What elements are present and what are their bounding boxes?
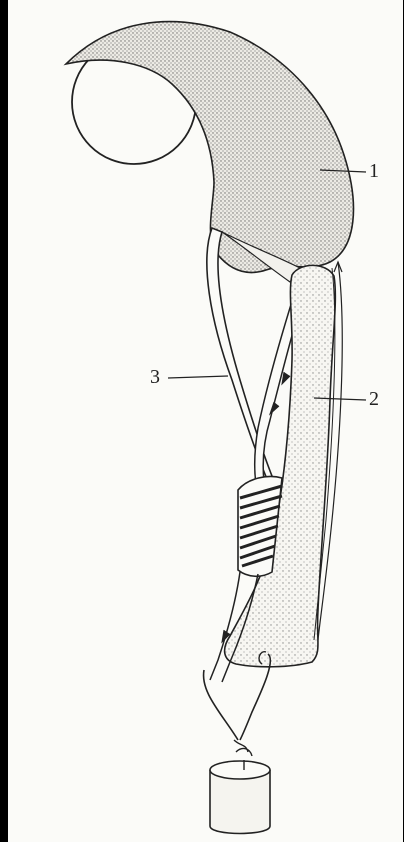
leader-line-3 xyxy=(168,376,228,378)
up-arrow-top-right xyxy=(334,262,342,272)
string-left xyxy=(204,670,238,740)
label-3: 3 xyxy=(150,366,160,389)
bone-structure-2 xyxy=(225,265,336,666)
knot xyxy=(234,740,252,756)
label-2: 2 xyxy=(369,388,379,411)
weight-cylinder xyxy=(210,760,270,834)
arrow-middle-2 xyxy=(282,372,290,384)
label-1: 1 xyxy=(369,160,379,183)
